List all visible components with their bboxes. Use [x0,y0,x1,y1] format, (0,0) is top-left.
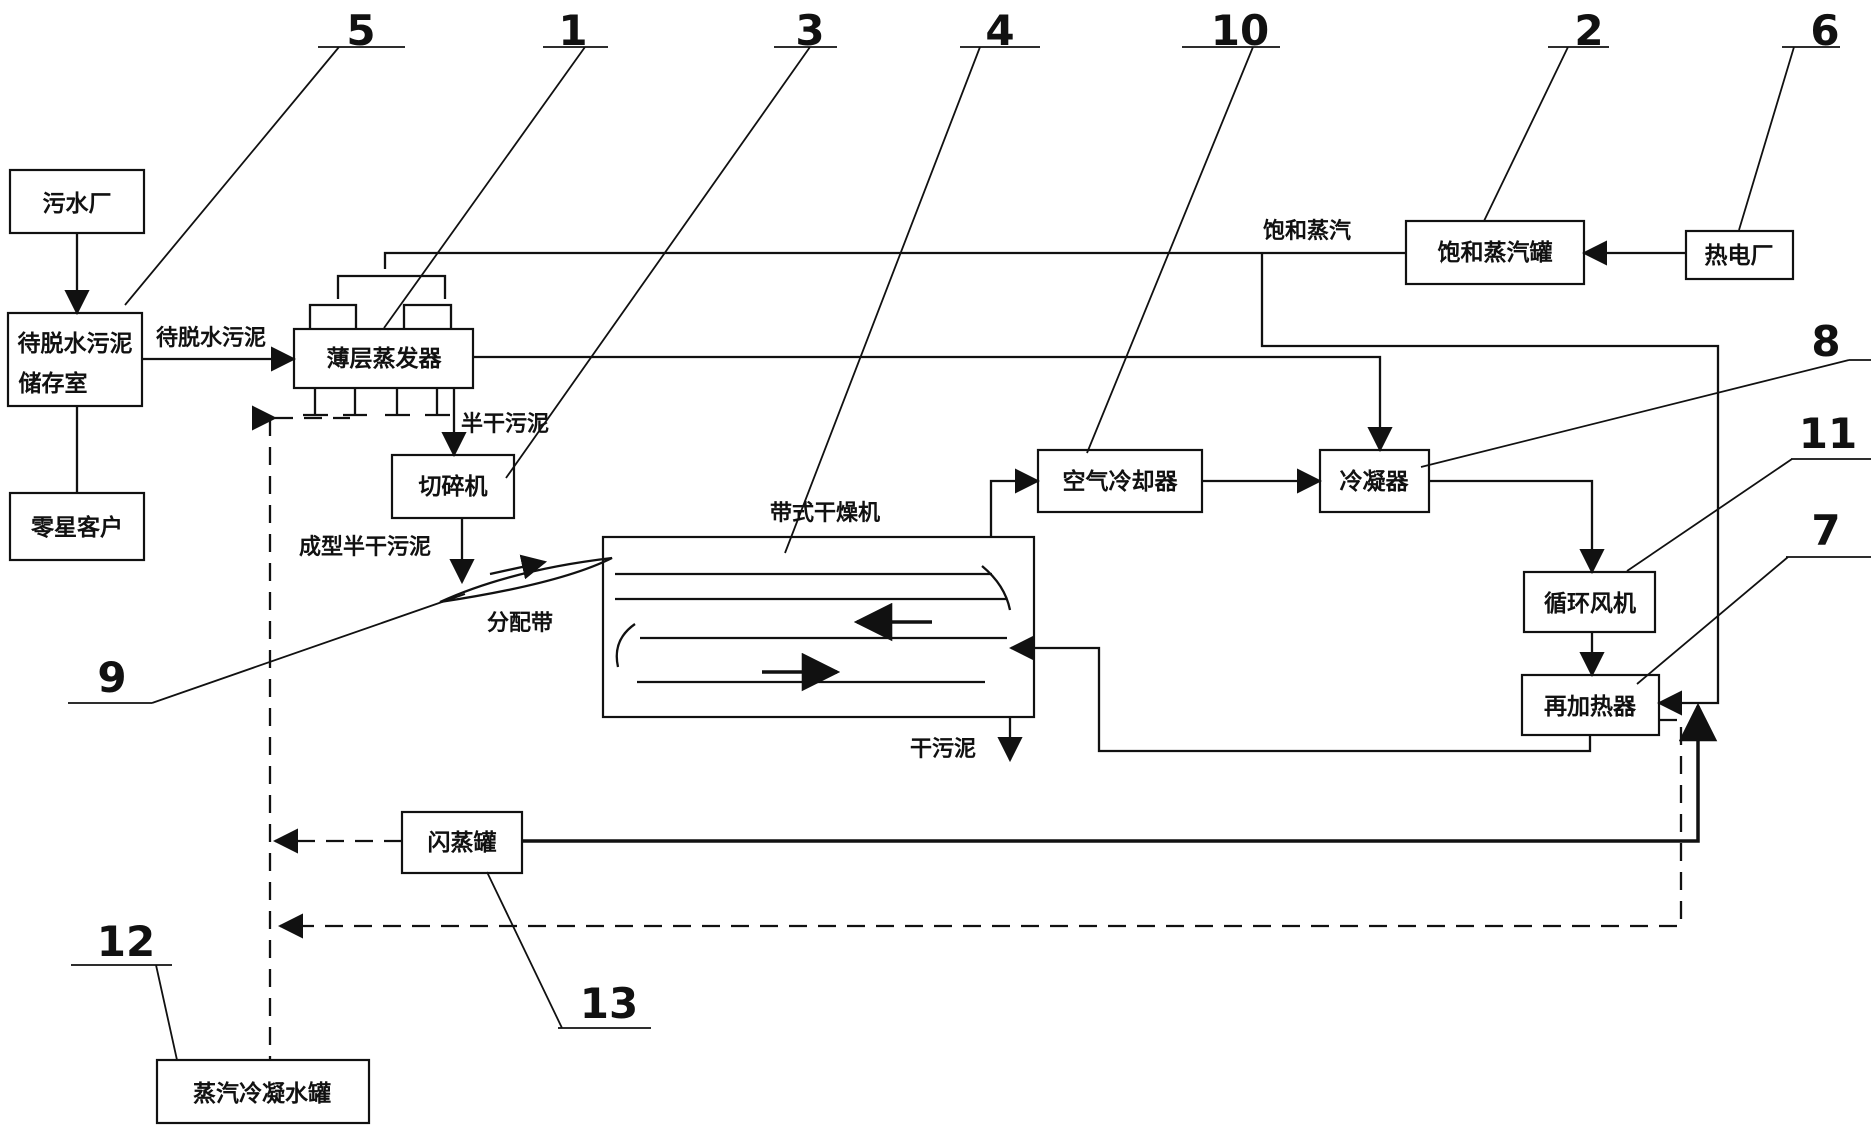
circulating-fan-label: 循环风机 [1544,590,1636,617]
callout-1-leader [383,46,608,329]
dashed-reheater-condensate-return [277,718,1683,939]
saturated-steam-tank-label: 饱和蒸汽罐 [1438,239,1553,266]
line-reheater-to-dryer [1008,635,1592,753]
callout-5: 5 [346,6,375,55]
callout-6-leader [1738,46,1840,231]
callout-9: 9 [97,653,126,702]
callout-5-leader [124,46,405,306]
condensate-tank-box: 蒸汽冷凝水罐 [155,1058,371,1125]
callout-13-leader [486,871,651,1029]
line-evaporator-steam-inlet-left [308,303,358,329]
callout-8: 8 [1811,317,1840,366]
flash-tank-label: 闪蒸罐 [428,829,497,856]
condensate-tank-label: 蒸汽冷凝水罐 [193,1080,331,1107]
sludge-storage-label-line1: 待脱水污泥 [18,330,133,357]
flash-tank-box: 闪蒸罐 [400,810,524,875]
condenser-box: 冷凝器 [1318,448,1431,514]
callout-6: 6 [1810,6,1839,55]
belt-dryer-right-turn-curve [981,565,1012,611]
callout-10: 10 [1211,6,1269,55]
label-distribution-belt: 分配带 [487,611,553,636]
sludge-storage-label-line2: 储存室 [19,370,88,397]
callout-11: 11 [1799,409,1857,458]
thermal-power-plant-label: 热电厂 [1705,243,1774,269]
reheater-label: 再加热器 [1544,694,1637,720]
callout-1: 1 [558,6,587,55]
callout-4-leader [784,46,1040,554]
belt-dryer-left-turn-curve [615,623,636,668]
callout-7: 7 [1811,506,1840,555]
distribution-belt-arrow [489,554,548,580]
callout-12: 12 [97,917,155,966]
saturated-steam-tank-box: 饱和蒸汽罐 [1404,219,1586,286]
callout-3-leader [505,46,837,479]
air-cooler-label: 空气冷却器 [1063,468,1179,495]
callout-3: 3 [795,6,824,55]
sludge-storage-box: 待脱水污泥 储存室 [6,311,144,408]
label-dry-sludge: 干污泥 [910,737,976,762]
callout-2: 2 [1574,6,1603,55]
line-evaporator-vapor-to-condenser [473,355,1393,453]
callout-11-leader [1626,458,1871,572]
label-belt-dryer: 带式干燥机 [770,501,880,526]
label-formed-semi-dry-sludge: 成型半干污泥 [299,535,431,560]
sewage-plant-box: 污水厂 [8,168,146,235]
thin-film-evaporator-box: 薄层蒸发器 [292,327,475,390]
line-condenser-to-fan [1429,479,1605,575]
label-sludge-to-dewater: 待脱水污泥 [156,325,266,351]
circulating-fan-box: 循环风机 [1522,570,1657,634]
callout-8-leader [1420,359,1871,468]
crusher-box: 切碎机 [390,453,516,520]
reheater-box: 再加热器 [1520,673,1661,737]
callout-7-leader [1636,556,1871,685]
line-dryer-to-air-cooler [989,468,1041,537]
sewage-plant-label: 污水厂 [43,191,112,217]
line-evaporator-steam-inlet-right [402,303,453,329]
line-flash-tank-to-reheater [522,702,1718,843]
evaporator-condensate-outlets [303,388,450,417]
label-saturated-steam: 饱和蒸汽 [1263,218,1351,244]
condenser-label: 冷凝器 [1340,468,1410,495]
label-semi-dry-sludge: 半干污泥 [461,412,549,437]
callout-4: 4 [985,6,1014,55]
callout-2-leader [1483,46,1609,222]
callout-13: 13 [580,979,638,1028]
thermal-power-plant-box: 热电厂 [1684,229,1795,281]
callout-10-leader [1086,46,1280,454]
belt-dryer-body [601,535,1036,719]
scattered-customers-label: 零星客户 [30,514,123,541]
air-cooler-box: 空气冷却器 [1036,448,1204,514]
callout-9-leader [68,593,466,704]
distribution-belt-shape [439,556,613,604]
line-steam-branch-to-evaporator [336,274,447,299]
crusher-label: 切碎机 [419,473,488,500]
line-saturated-steam-header [383,251,1406,269]
thin-film-evaporator-label: 薄层蒸发器 [327,345,443,372]
callout-12-leader [71,964,178,1061]
scattered-customers-box: 零星客户 [8,491,146,562]
